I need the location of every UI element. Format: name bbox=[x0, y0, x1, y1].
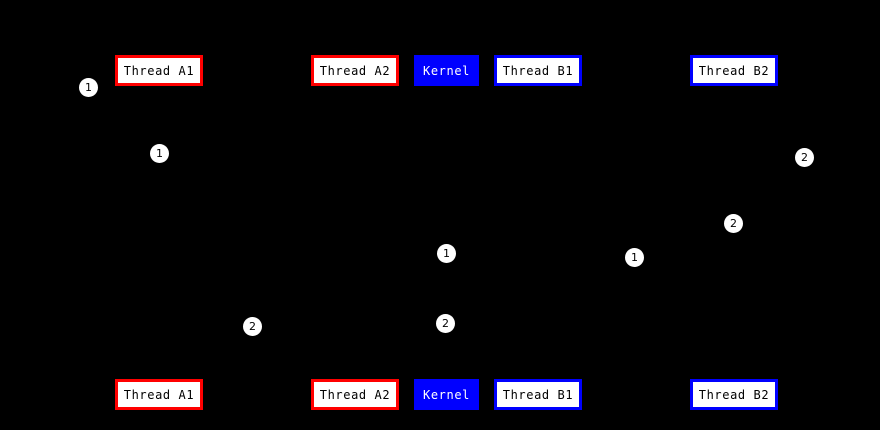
participant-thread-a1-bottom[interactable]: Thread A1 bbox=[115, 379, 203, 410]
participant-label: Thread A2 bbox=[319, 387, 391, 402]
participant-thread-a2-bottom[interactable]: Thread A2 bbox=[311, 379, 399, 410]
step-marker-2b: 2 bbox=[436, 314, 455, 333]
participant-thread-a2[interactable]: Thread A2 bbox=[311, 55, 399, 86]
step-marker-label: 2 bbox=[801, 151, 808, 164]
participant-thread-a1[interactable]: Thread A1 bbox=[115, 55, 203, 86]
participant-label: Thread A2 bbox=[319, 63, 391, 78]
participant-thread-b1[interactable]: Thread B1 bbox=[494, 55, 582, 86]
participant-label: Thread A1 bbox=[123, 387, 195, 402]
step-marker-1c: 1 bbox=[437, 244, 456, 263]
participant-label: Thread B2 bbox=[698, 63, 770, 78]
participant-label: Thread A1 bbox=[123, 63, 195, 78]
lifeline-thread-b1 bbox=[538, 86, 539, 379]
participant-label: Kernel bbox=[423, 63, 470, 78]
participant-kernel[interactable]: Kernel bbox=[414, 55, 479, 86]
step-marker-2e: 2 bbox=[795, 148, 814, 167]
step-marker-1a: 1 bbox=[79, 78, 98, 97]
step-marker-2d: 2 bbox=[724, 214, 743, 233]
step-marker-label: 1 bbox=[443, 247, 450, 260]
participant-kernel-bottom[interactable]: Kernel bbox=[414, 379, 479, 410]
lifeline-kernel bbox=[446, 86, 447, 379]
step-marker-label: 1 bbox=[631, 251, 638, 264]
step-marker-label: 1 bbox=[156, 147, 163, 160]
step-marker-label: 2 bbox=[730, 217, 737, 230]
step-marker-label: 2 bbox=[442, 317, 449, 330]
lifeline-thread-a1 bbox=[159, 86, 160, 379]
participant-thread-b2[interactable]: Thread B2 bbox=[690, 55, 778, 86]
step-marker-1d: 1 bbox=[625, 248, 644, 267]
step-marker-2a: 2 bbox=[243, 317, 262, 336]
participant-thread-b2-bottom[interactable]: Thread B2 bbox=[690, 379, 778, 410]
participant-label: Thread B1 bbox=[502, 387, 574, 402]
step-marker-1b: 1 bbox=[150, 144, 169, 163]
participant-label: Thread B1 bbox=[502, 63, 574, 78]
participant-label: Thread B2 bbox=[698, 387, 770, 402]
participant-thread-b1-bottom[interactable]: Thread B1 bbox=[494, 379, 582, 410]
participant-label: Kernel bbox=[423, 387, 470, 402]
lifeline-thread-a2 bbox=[355, 86, 356, 379]
step-marker-label: 1 bbox=[85, 81, 92, 94]
step-marker-label: 2 bbox=[249, 320, 256, 333]
